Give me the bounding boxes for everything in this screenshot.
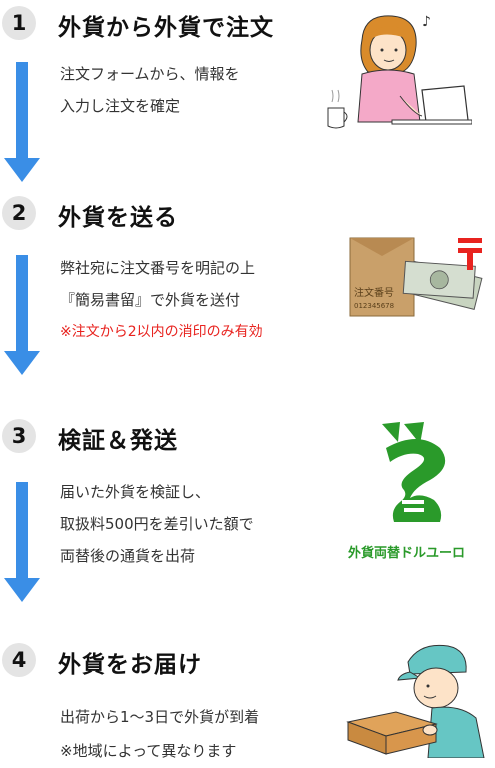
step-title: 外貨をお届け	[58, 652, 202, 678]
step-title: 外貨から外貨で注文	[58, 15, 274, 41]
desc-line: 注文フォームから、情報を	[60, 65, 240, 83]
step-number-badge: 4	[2, 643, 36, 677]
desc-line: ※地域によって異なります	[60, 742, 237, 760]
svg-text:♪: ♪	[422, 14, 431, 30]
step-description: 弊社宛に注文番号を明記の上 『簡易書留』で外貨を送付 ※注文から2以内の消印のみ…	[60, 252, 263, 348]
desc-line: 届いた外貨を検証し、	[60, 483, 211, 501]
desc-line: 入力し注文を確定	[60, 97, 181, 115]
validity-note: ※注文から2以内の消印のみ有効	[60, 324, 263, 340]
step-description: 出荷から1～3日で外貨が到着 ※地域によって異なります	[60, 700, 259, 768]
brand-logo-text: 外貨両替ドルユーロ	[348, 546, 466, 561]
desc-line: 出荷から1～3日で外貨が到着	[60, 708, 260, 726]
step-title: 検証＆発送	[58, 428, 178, 454]
down-arrow-icon	[4, 62, 40, 182]
envelope-label: 注文番号	[354, 286, 394, 299]
desc-line: 弊社宛に注文番号を明記の上	[60, 259, 256, 277]
woman-at-laptop-icon: ♪	[327, 14, 472, 129]
postal-mark-icon	[458, 238, 482, 270]
step-number-badge: 1	[2, 6, 36, 40]
step-description: 届いた外貨を検証し、 取扱料500円を差引いた額で 両替後の通貨を出荷	[60, 476, 254, 572]
green-logo-icon	[382, 422, 446, 522]
envelope-banknotes-icon: 注文番号 012345678	[349, 237, 483, 317]
step-number-badge: 3	[2, 419, 36, 453]
down-arrow-icon	[4, 482, 40, 602]
desc-line: 『簡易書留』で外貨を送付	[60, 291, 241, 309]
envelope-number: 012345678	[354, 302, 394, 310]
desc-line: 両替後の通貨を出荷	[60, 547, 196, 565]
step-title: 外貨を送る	[58, 205, 178, 231]
desc-line: 取扱料500円を差引いた額で	[60, 515, 254, 533]
delivery-person-icon	[346, 644, 485, 758]
step-description: 注文フォームから、情報を 入力し注文を確定	[60, 58, 240, 122]
step-number-badge: 2	[2, 196, 36, 230]
down-arrow-icon	[4, 255, 40, 375]
